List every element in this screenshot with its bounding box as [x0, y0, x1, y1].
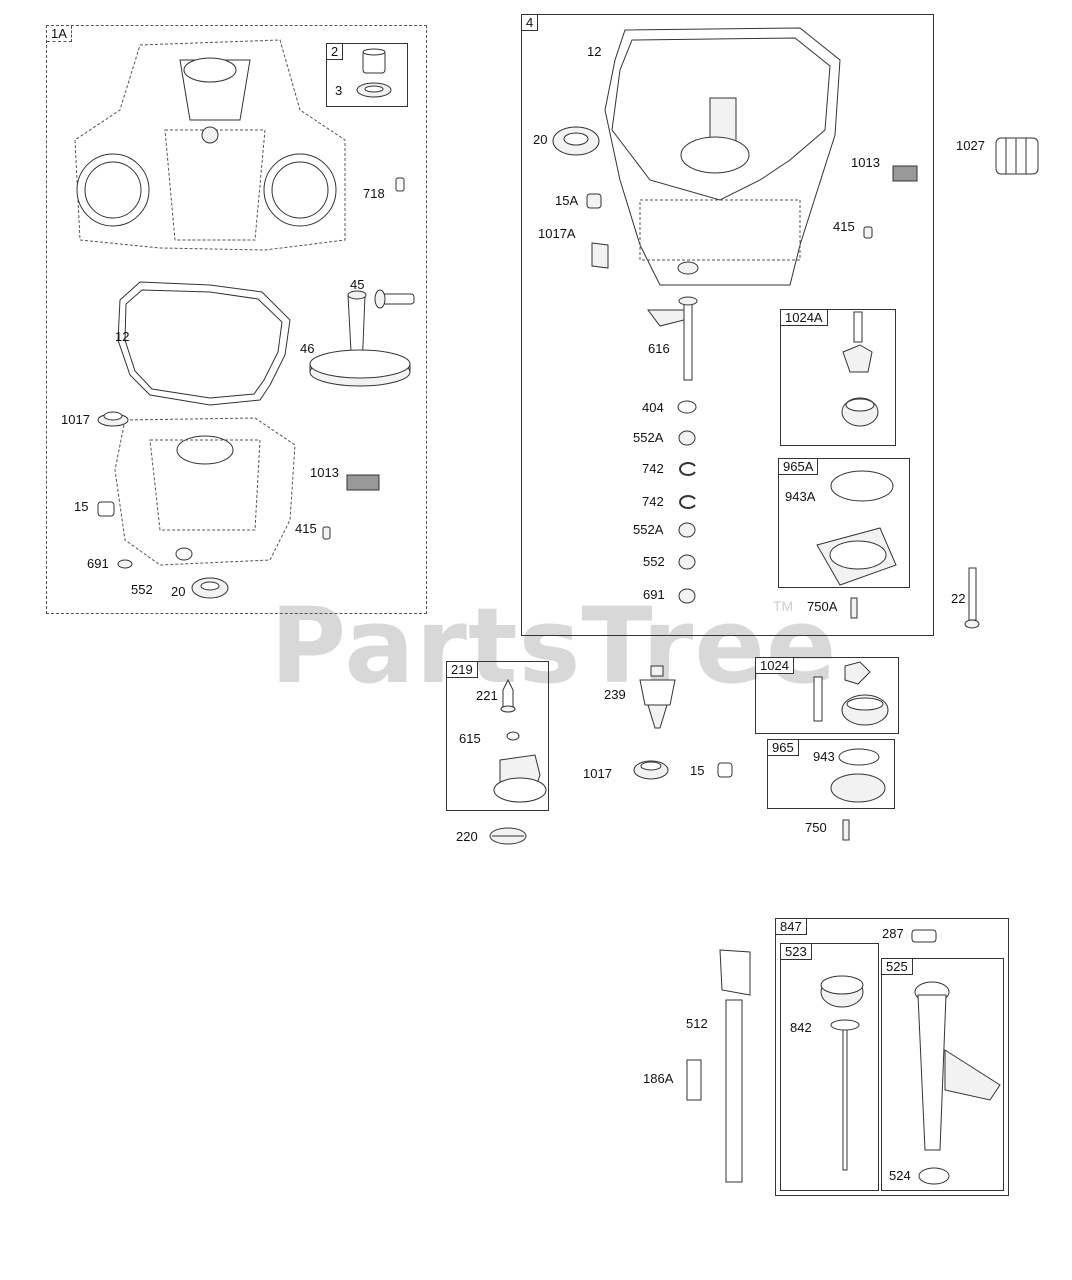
callout-691-left: 691	[87, 556, 109, 571]
callout-1017-left: 1017	[61, 412, 90, 427]
callout-20-right: 20	[533, 132, 548, 147]
callout-1017A: 1017A	[538, 226, 576, 241]
oil-fill-parts-drawing	[686, 929, 1001, 1185]
callout-750A: 750A	[807, 599, 838, 614]
group-2-label: 2	[327, 44, 344, 60]
group-847-box: 847	[775, 918, 1009, 1196]
group-965A-box: 965A	[778, 458, 910, 588]
callout-943A: 943A	[785, 489, 816, 504]
group-4-label: 4	[522, 15, 539, 31]
misc-center-parts-drawing	[633, 665, 733, 780]
callout-20-left: 20	[171, 584, 186, 599]
group-965-box: 965	[767, 739, 895, 809]
callout-742-1: 742	[642, 461, 664, 476]
callout-1027: 1027	[956, 138, 985, 153]
callout-221: 221	[476, 688, 498, 703]
group-2-box: 2	[326, 43, 408, 107]
group-525-box: 525	[881, 958, 1004, 1191]
callout-186A: 186A	[643, 1071, 674, 1086]
bushing-seal-drawing	[356, 48, 392, 98]
group-523-box: 523	[780, 943, 879, 1191]
callout-615: 615	[459, 731, 481, 746]
callout-742-2: 742	[642, 494, 664, 509]
callout-1013-left: 1013	[310, 465, 339, 480]
callout-842: 842	[790, 1020, 812, 1035]
group-219-label: 219	[447, 662, 478, 678]
crankcase-lower-drawing	[114, 417, 296, 566]
callout-1017-center: 1017	[583, 766, 612, 781]
callout-943: 943	[813, 749, 835, 764]
callout-415-left: 415	[295, 521, 317, 536]
group-1A-label: 1A	[47, 26, 72, 42]
callout-3: 3	[335, 83, 343, 98]
callout-45: 45	[350, 277, 365, 292]
callout-750: 750	[805, 820, 827, 835]
pin-718-drawing	[395, 177, 405, 192]
group-1024A-box: 1024A	[780, 309, 896, 446]
callout-552-left: 552	[131, 582, 153, 597]
callout-220: 220	[456, 829, 478, 844]
crankcase-cover-drawing	[604, 27, 841, 286]
callout-15-left: 15	[74, 499, 89, 514]
small-parts-1A-drawing	[97, 411, 380, 599]
group-1024-label: 1024	[756, 658, 794, 674]
callout-552A-2: 552A	[633, 522, 664, 537]
callout-552A-1: 552A	[633, 430, 664, 445]
group-1A-box: 1A	[46, 25, 427, 614]
group-965-label: 965	[768, 740, 799, 756]
trademark-mark: TM	[773, 598, 794, 614]
callout-404: 404	[642, 400, 664, 415]
callout-552-right: 552	[643, 554, 665, 569]
gasket-12-left-drawing	[117, 281, 291, 406]
callout-1013-right: 1013	[851, 155, 880, 170]
group-523-label: 523	[781, 944, 812, 960]
callout-12-left: 12	[115, 329, 130, 344]
callout-524: 524	[889, 1168, 911, 1183]
callout-616: 616	[648, 341, 670, 356]
group-1024-965-parts-drawing	[813, 661, 889, 841]
group-219-box: 219	[446, 661, 549, 811]
callout-239: 239	[604, 687, 626, 702]
callout-46: 46	[300, 341, 315, 356]
group-1024-box: 1024	[755, 657, 899, 734]
group-4-small-parts-drawing	[552, 126, 1039, 629]
callout-512: 512	[686, 1016, 708, 1031]
group-847-label: 847	[776, 919, 807, 935]
cylinder-block-drawing	[74, 39, 346, 251]
group-525-label: 525	[882, 959, 913, 975]
callout-15-center: 15	[690, 763, 705, 778]
callout-12-right: 12	[587, 44, 602, 59]
group-4-box: 4	[521, 14, 934, 636]
callout-22: 22	[951, 591, 966, 606]
callout-718: 718	[363, 186, 385, 201]
camshaft-drawing	[309, 289, 415, 387]
callout-415-right: 415	[833, 219, 855, 234]
callout-287: 287	[882, 926, 904, 941]
group-1024A-label: 1024A	[781, 310, 828, 326]
callout-691-right: 691	[643, 587, 665, 602]
callout-15A: 15A	[555, 193, 579, 208]
group-965A-label: 965A	[779, 459, 819, 475]
group-219-parts-drawing	[489, 678, 547, 845]
